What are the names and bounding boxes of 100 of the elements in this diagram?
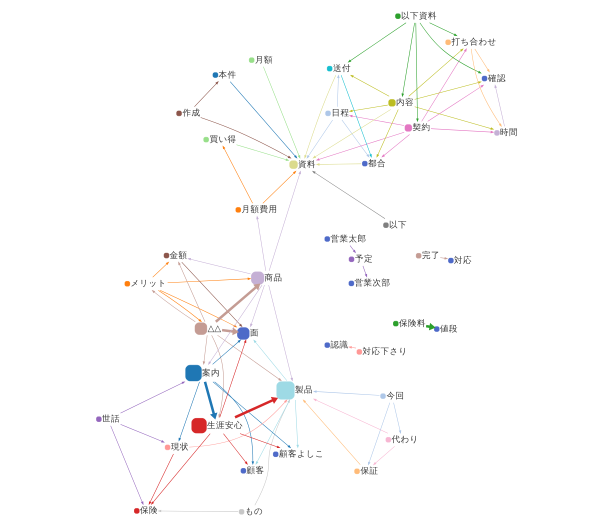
arrow bbox=[234, 396, 278, 418]
arrow bbox=[316, 163, 362, 166]
arrow bbox=[348, 104, 388, 112]
arrow bbox=[350, 74, 390, 97]
node-label: 認識 bbox=[330, 340, 349, 350]
arrow bbox=[150, 433, 210, 505]
node-label: 打ち合わせ bbox=[451, 38, 496, 48]
arrow bbox=[167, 278, 252, 283]
arrow bbox=[381, 134, 410, 158]
arrow bbox=[200, 117, 292, 158]
arrow bbox=[312, 170, 386, 219]
node-label: 案内 bbox=[202, 368, 220, 378]
node-label: 送付 bbox=[332, 64, 351, 74]
node-label: 対応下さり bbox=[362, 347, 408, 358]
arrow bbox=[262, 170, 296, 204]
node-label: 顧客 bbox=[246, 466, 265, 476]
node-label: 以下 bbox=[389, 220, 408, 230]
node-label: 資料 bbox=[298, 160, 316, 170]
node-label: 対応 bbox=[454, 256, 472, 266]
node-label: 完了 bbox=[422, 250, 440, 261]
arrow bbox=[208, 284, 262, 365]
arrow bbox=[430, 128, 494, 134]
arrow bbox=[204, 381, 218, 420]
arrow bbox=[236, 144, 290, 161]
arrow bbox=[312, 390, 380, 396]
node-label: 確認 bbox=[488, 74, 506, 84]
arrow bbox=[220, 339, 246, 418]
node-label: 世話 bbox=[102, 414, 120, 424]
arrow bbox=[416, 22, 419, 122]
node-label: 買い得 bbox=[209, 134, 236, 145]
node-label: 以下資料 bbox=[401, 11, 438, 22]
arrow bbox=[350, 245, 356, 254]
arrow bbox=[194, 81, 219, 107]
arrow bbox=[178, 382, 200, 442]
arrow bbox=[362, 266, 368, 278]
arrow bbox=[340, 74, 372, 158]
arrow bbox=[414, 81, 482, 100]
arrow bbox=[120, 381, 186, 414]
arrow bbox=[474, 48, 490, 73]
node-label: 保険 bbox=[140, 506, 158, 516]
arrow bbox=[414, 106, 494, 130]
arrow bbox=[408, 48, 464, 97]
arrow bbox=[222, 145, 253, 204]
node-label: もの bbox=[244, 507, 263, 518]
arrow bbox=[429, 22, 458, 36]
arrow bbox=[222, 328, 239, 336]
arrow bbox=[211, 334, 224, 418]
arrow bbox=[256, 216, 266, 272]
node-label: 予定 bbox=[354, 254, 373, 265]
node-label: 顧客よしこ bbox=[278, 450, 324, 460]
arrow bbox=[187, 258, 251, 274]
arrow bbox=[178, 261, 206, 322]
arrow bbox=[302, 399, 361, 465]
arrow bbox=[402, 22, 415, 98]
arrow bbox=[471, 48, 502, 128]
arrow bbox=[214, 382, 254, 465]
node-label: 商品 bbox=[264, 273, 283, 284]
arrow bbox=[348, 22, 406, 63]
arrow bbox=[427, 84, 484, 122]
node-label: 時間 bbox=[500, 128, 518, 138]
node-label: 保険料 bbox=[399, 318, 426, 329]
arrow bbox=[316, 132, 404, 161]
node-label: 本件 bbox=[218, 70, 237, 80]
arrow bbox=[304, 74, 336, 159]
node-label: 作成 bbox=[182, 108, 200, 119]
node-label: 面 bbox=[250, 328, 260, 339]
node-label: 営業太郎 bbox=[330, 234, 367, 244]
arrow bbox=[158, 510, 238, 512]
node-label: 日程 bbox=[331, 108, 350, 119]
arrow bbox=[268, 170, 301, 272]
arrow bbox=[152, 262, 170, 278]
node-label: メリット bbox=[130, 279, 167, 290]
node-label: 現状 bbox=[170, 442, 189, 453]
arrow bbox=[120, 424, 165, 443]
arrow bbox=[337, 74, 340, 108]
node-label: 保証 bbox=[360, 466, 378, 477]
arrow bbox=[230, 81, 298, 159]
arrow bbox=[306, 120, 333, 159]
node-label: 月額 bbox=[254, 55, 273, 66]
node-label: 契約 bbox=[412, 123, 431, 134]
arrow bbox=[217, 334, 282, 382]
arrow bbox=[440, 257, 448, 260]
arrow bbox=[223, 433, 248, 465]
arrow bbox=[215, 283, 260, 323]
arrow bbox=[152, 290, 196, 322]
arrow bbox=[421, 48, 467, 122]
arrow bbox=[342, 120, 370, 158]
node-label: 金額 bbox=[170, 250, 188, 261]
arrow bbox=[372, 446, 395, 466]
arrow bbox=[158, 290, 202, 322]
arrow bbox=[348, 346, 356, 349]
arrow bbox=[268, 284, 293, 382]
node-label: 代わり bbox=[392, 435, 419, 446]
arrow bbox=[148, 454, 174, 506]
arrow bbox=[295, 400, 299, 448]
arrow bbox=[312, 398, 388, 434]
node-label: △△ bbox=[208, 324, 222, 334]
arrow bbox=[393, 402, 402, 434]
node-label: 月額費用 bbox=[242, 205, 278, 216]
node-label: 値段 bbox=[440, 324, 458, 334]
